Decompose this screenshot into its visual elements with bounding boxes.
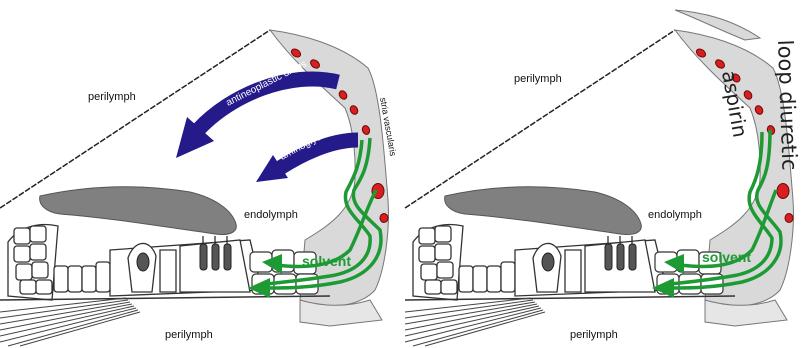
left-endolymph-label: endolymph <box>244 209 298 221</box>
left-perilymph-top-label: perilymph <box>88 91 136 103</box>
left-perilymph-bottom-label: perilymph <box>165 329 213 341</box>
right-solvent-label: solvent <box>702 249 751 265</box>
right-drug-2-label: loop diuretic <box>773 39 802 170</box>
left-panel: perilymph endolymph perilymph stria vasc… <box>0 30 398 346</box>
right-perilymph-bottom-label: perilymph <box>570 329 618 341</box>
left-solvent-label: solvent <box>302 253 351 269</box>
right-perilymph-top-label: perilymph <box>514 73 562 85</box>
right-panel: perilymph endolymph perilymph aspirin lo… <box>405 10 802 346</box>
right-endolymph-label: endolymph <box>648 209 702 221</box>
